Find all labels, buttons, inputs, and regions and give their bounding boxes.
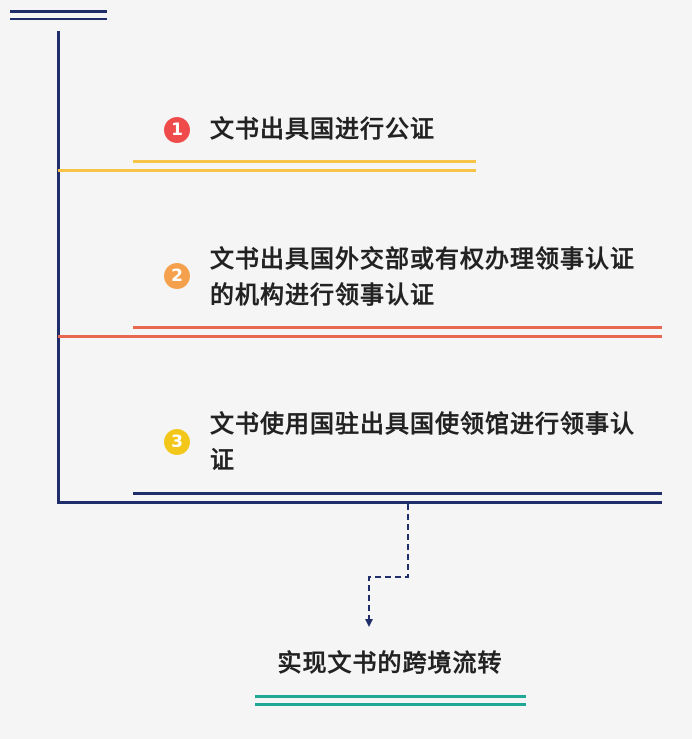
top-rule-upper <box>10 10 107 13</box>
step-3-underline-upper <box>133 492 662 495</box>
step-2-underline-lower <box>58 335 662 338</box>
result-text: 实现文书的跨境流转 <box>277 649 503 677</box>
result-underline-lower <box>255 703 526 706</box>
step-1-text: 文书出具国进行公证 <box>210 115 435 143</box>
step-3-text: 文书使用国驻出具国使领馆进行领事认证 <box>210 410 635 474</box>
step-1-badge: 1 <box>164 117 190 143</box>
step-2-underline-upper <box>133 326 662 329</box>
step-3-badge: 3 <box>164 429 190 455</box>
step-2-badge: 2 <box>164 263 190 289</box>
top-rule-lower <box>10 18 107 20</box>
step-2-text: 文书出具国外交部或有权办理领事认证的机构进行领事认证 <box>210 245 635 309</box>
step-3-underline-lower <box>58 501 662 504</box>
dashed-connector-arrow <box>365 504 409 627</box>
flow-spine-line <box>57 31 60 504</box>
result-underline-upper <box>255 695 526 698</box>
step-1-underline-upper <box>133 160 476 163</box>
step-1-underline-lower <box>58 169 476 172</box>
